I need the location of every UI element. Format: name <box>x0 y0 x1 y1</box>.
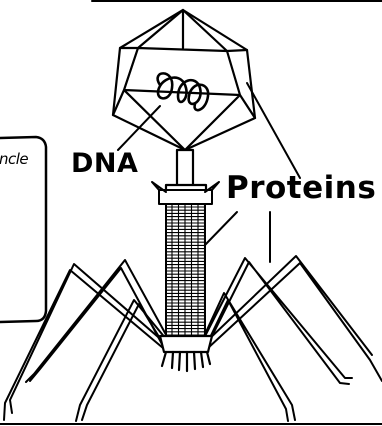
proteins-pointer-sheath <box>205 212 237 245</box>
dna-label: DNA <box>71 150 138 177</box>
proteins-label: Proteins <box>226 173 376 204</box>
capsid-facets <box>113 10 255 150</box>
collar <box>166 150 206 192</box>
baseplate <box>160 336 212 371</box>
partial-box-text: ncle <box>0 152 28 167</box>
dna-pointer-line <box>118 106 160 150</box>
proteins-pointer-head <box>247 83 300 178</box>
capsid-head <box>113 10 255 150</box>
